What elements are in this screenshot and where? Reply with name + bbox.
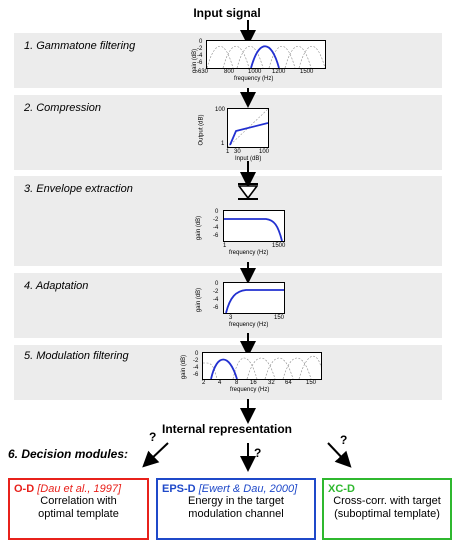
arrow-to-xcd (327, 442, 352, 468)
ytick: 1 (221, 141, 225, 147)
ytick: -2 (213, 289, 219, 295)
ytick: 0 (215, 209, 219, 215)
xlabel: Input (dB) (235, 156, 262, 162)
ytick: -2 (193, 358, 199, 364)
ytick: -6 (213, 305, 219, 311)
stage-2-label: 2. Compression (24, 102, 102, 114)
module-od-line1: Correlation with (40, 495, 117, 507)
stage-3-label: 3. Envelope extraction (24, 183, 133, 195)
module-epsd-ref: [Ewert & Dau, 2000] (198, 483, 298, 495)
stage-1-label: 1. Gammatone filtering (24, 40, 136, 52)
module-epsd-line1: Energy in the target (187, 495, 284, 507)
input-signal-title: Input signal (193, 6, 261, 20)
xtick: 1500 (300, 69, 314, 75)
ytick: 0 (215, 281, 219, 287)
xtick: 150 (306, 380, 317, 386)
xtick: 100 (259, 149, 270, 155)
arrow-to-od (142, 442, 169, 468)
internal-representation-label: Internal representation (161, 422, 293, 436)
stage-4-label: 4. Adaptation (24, 280, 89, 292)
ytick: -4 (193, 365, 199, 371)
module-od-name: O-D (14, 483, 35, 495)
xtick: 3 (229, 315, 233, 321)
ytick: -2 (213, 217, 219, 223)
module-epsd-line2: modulation channel (188, 508, 284, 520)
xtick: 630 (198, 69, 209, 75)
xtick: 800 (224, 69, 235, 75)
plot-frame (227, 108, 269, 148)
module-xcd-line1: Cross-corr. with target (333, 495, 441, 507)
xtick: 150 (274, 315, 285, 321)
ytick: 0 (199, 39, 203, 45)
xtick: 1 (223, 243, 227, 249)
diode-icon (238, 183, 258, 200)
xtick: 1 (226, 149, 230, 155)
ytick: 0 (195, 351, 199, 357)
ytick: -4 (213, 225, 219, 231)
ytick: -2 (197, 46, 203, 52)
xlabel: frequency (Hz) (230, 387, 270, 393)
xtick: 30 (234, 149, 241, 155)
xtick: 1200 (272, 69, 286, 75)
plot-gammatone: gain (dB) 0 -2 -4 -6 630 800 1000 1200 1… (186, 36, 326, 92)
xtick: 4 (218, 380, 222, 386)
plot-frame (206, 40, 326, 69)
ytick: 100 (215, 107, 226, 113)
plot-frame (202, 352, 322, 380)
adaptation-curve (225, 289, 284, 313)
xtick: 64 (285, 380, 292, 386)
xlabel: frequency (Hz) (229, 322, 269, 328)
modulation-curve (210, 358, 238, 379)
module-xcd-name: XC-D (328, 483, 355, 495)
ytick: -6 (197, 60, 203, 66)
decision-modules-label: 6. Decision modules: (8, 447, 129, 461)
module-od-box: O-D [Dau et al., 1997] Correlation with … (8, 478, 149, 540)
xtick: 2 (202, 380, 206, 386)
module-od-ref: [Dau et al., 1997] (37, 483, 122, 495)
question-mark-right: ? (340, 433, 348, 447)
plot-frame (223, 282, 285, 314)
xtick: 32 (268, 380, 275, 386)
compression-curve (229, 122, 268, 146)
question-mark-center: ? (254, 446, 262, 460)
envelope-curve (224, 218, 283, 241)
module-xcd-line2: (suboptimal template) (334, 508, 440, 520)
ytick: -6 (213, 233, 219, 239)
ytick: -6 (193, 372, 199, 378)
xtick: 1500 (272, 243, 286, 249)
plot-compression: Output (dB) 100 1 1 30 100 Input (dB) (198, 103, 280, 173)
question-mark-left: ? (149, 430, 157, 444)
module-epsd-box: EPS-D [Ewert & Dau, 2000] Energy in the … (156, 478, 316, 540)
plot-modulation: gain (dB) 0 -2 -4 -6 2 4 8 16 32 64 150 … (178, 348, 328, 403)
plot-adaptation: gain (dB) 0 -2 -4 -6 3 150 frequency (Hz… (196, 277, 296, 337)
ylabel: Output (dB) (198, 114, 205, 146)
xtick: 1000 (248, 69, 262, 75)
gammatone-curve (250, 45, 280, 68)
xlabel: frequency (Hz) (234, 76, 274, 82)
stage-5-label: 5. Modulation filtering (24, 350, 129, 362)
ylabel: gain (dB) (181, 354, 188, 380)
ylabel: gain (dB) (196, 287, 203, 313)
xtick: 16 (250, 380, 257, 386)
module-od-line2: optimal template (38, 508, 119, 520)
xlabel: frequency (Hz) (229, 250, 269, 256)
module-epsd-name: EPS-D (162, 483, 196, 495)
plot-envelope: gain (dB) 0 -2 -4 -6 1 1500 frequency (H… (196, 205, 296, 265)
ytick: -4 (197, 53, 203, 59)
ytick: -4 (213, 297, 219, 303)
ylabel: gain (dB) (196, 215, 203, 241)
module-xcd-box: XC-D Cross-corr. with target (suboptimal… (322, 478, 452, 540)
plot-frame (223, 210, 285, 242)
xtick: 8 (235, 380, 239, 386)
